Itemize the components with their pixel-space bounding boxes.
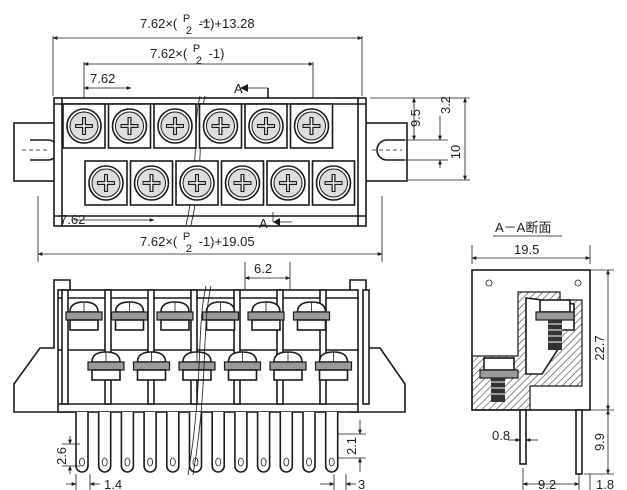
lower-screw-0 <box>84 160 128 206</box>
dim-18: 1.8 <box>596 477 614 490</box>
upper-screw-5 <box>289 103 334 149</box>
front-lower-screws <box>87 351 353 381</box>
pin-4 <box>166 412 180 473</box>
pin-6 <box>211 412 225 473</box>
section-mark-bottom: A <box>259 216 268 231</box>
front-upper-screw-4 <box>247 301 285 331</box>
top-view: 7.62×( P 2 -1)+13.28 7.62×( P 2 -1) 7.62… <box>13 10 470 262</box>
lower-screw-3 <box>220 160 265 206</box>
front-pins <box>75 412 339 473</box>
upper-screw-3 <box>198 103 243 149</box>
dim-26: 2.6 <box>54 447 69 465</box>
dim-08: 0.8 <box>492 428 510 443</box>
front-lower-screw-0 <box>87 351 125 381</box>
pin-0 <box>75 412 89 473</box>
dim-99: 9.9 <box>592 433 607 451</box>
upper-screw-2 <box>153 103 197 149</box>
dim-3: 3 <box>358 477 365 490</box>
front-upper-screw-0 <box>65 301 103 331</box>
pin-1 <box>97 412 112 473</box>
upper-screw-0 <box>62 103 106 149</box>
pin-9 <box>279 412 294 473</box>
section-view: A－A断面 19.5 22.7 <box>471 220 614 490</box>
front-lower-screw-2 <box>178 351 216 381</box>
dim-14: 1.4 <box>104 477 122 490</box>
upper-screw-4 <box>244 103 288 149</box>
front-lower-screw-4 <box>269 351 307 381</box>
dim-span-label: 7.62×( P 2 -1) <box>150 40 224 67</box>
pin-10 <box>302 412 316 473</box>
dim-pitch-bottom-label: 7.62 <box>60 212 85 227</box>
front-upper-screw-1 <box>110 301 149 331</box>
lower-screw-2 <box>175 160 219 206</box>
upper-screw-1 <box>107 103 152 149</box>
lower-screw-4 <box>266 160 310 206</box>
dim-21: 2.1 <box>344 437 359 455</box>
dim-92: 9.2 <box>538 477 556 490</box>
upper-screw-row <box>62 103 334 149</box>
front-upper-screw-5 <box>292 301 331 331</box>
dim-227: 22.7 <box>592 335 607 360</box>
pin-3 <box>143 412 157 473</box>
dim-62: 6.2 <box>254 261 272 276</box>
front-lower-screw-1 <box>132 351 171 381</box>
pin-2 <box>120 412 135 473</box>
pin-8 <box>256 412 271 473</box>
dim-pitch-label: 7.62 <box>90 71 115 86</box>
front-view: 6.2 2.6 1.4 2.1 <box>13 261 406 490</box>
lower-screw-5 <box>311 160 356 206</box>
dim-right-32: 3.2 <box>438 96 453 114</box>
dim-bottom-label: 7.62×( P 2 -1)+19.05 <box>140 228 255 255</box>
front-lower-screw-5 <box>314 351 353 381</box>
pin-7 <box>234 412 248 473</box>
front-lower-screw-3 <box>223 351 262 381</box>
front-upper-screw-2 <box>156 301 194 331</box>
lower-screw-row <box>84 160 356 206</box>
dim-195: 19.5 <box>514 242 539 257</box>
pin-11 <box>324 412 339 473</box>
section-title: A－A断面 <box>495 220 551 235</box>
dim-overall-label: 7.62×( P 2 -1)+13.28 <box>140 10 255 37</box>
dim-right-95: 9.5 <box>408 109 423 127</box>
front-upper-screws <box>65 301 331 331</box>
lower-screw-1 <box>129 160 174 206</box>
section-mark-top: A <box>234 81 243 96</box>
dim-right-10: 10 <box>448 145 463 159</box>
